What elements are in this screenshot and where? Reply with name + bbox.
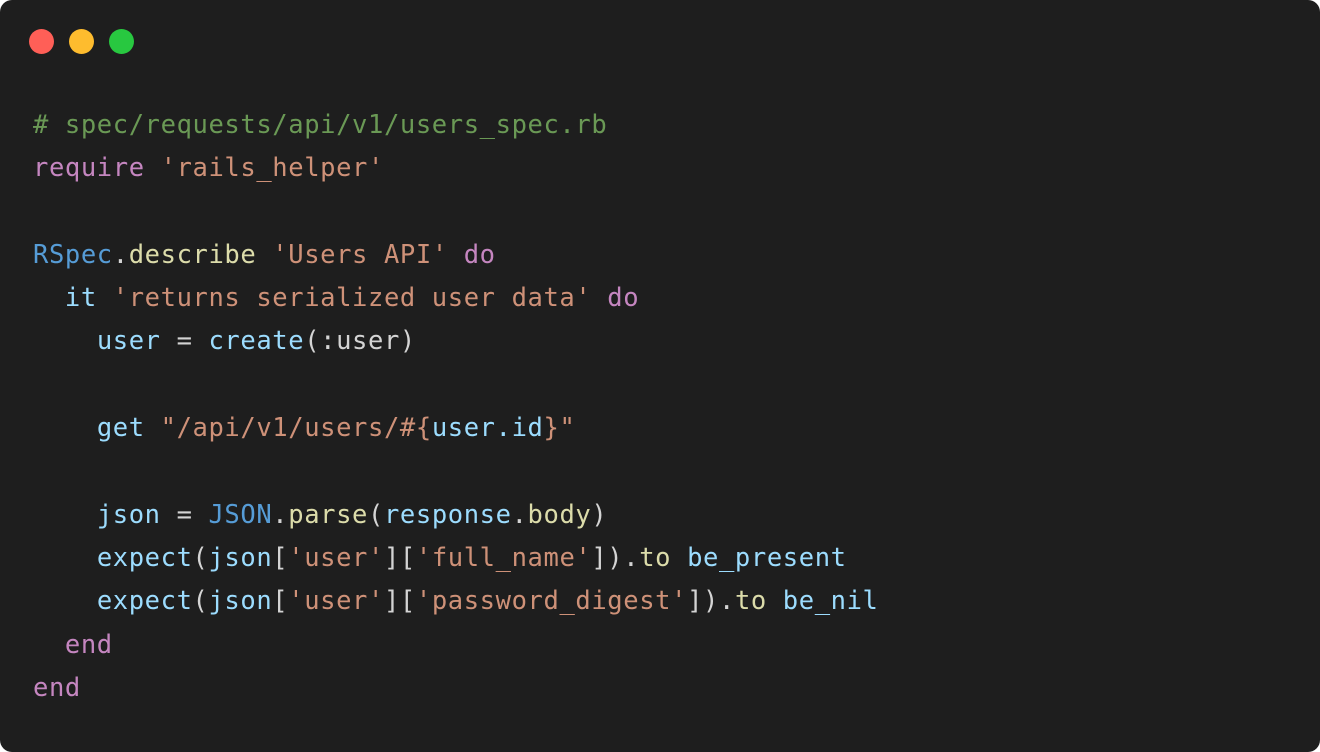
code-line: expect(json['user']['full_name']).to be_… bbox=[33, 537, 879, 580]
window-controls bbox=[29, 29, 134, 54]
code-token-string: }" bbox=[543, 413, 576, 444]
code-line bbox=[33, 450, 879, 493]
code-token-comment: # spec/requests/api/v1/users_spec.rb bbox=[33, 110, 608, 140]
code-token-punctuation: ( bbox=[368, 499, 384, 530]
code-token-string: 'rails_helper' bbox=[160, 153, 384, 184]
code-token-punctuation: ( bbox=[192, 542, 209, 573]
code-token-string: 'user' bbox=[288, 542, 384, 573]
code-line bbox=[33, 364, 879, 407]
code-token-string: 'user' bbox=[288, 586, 384, 617]
code-line: user = create(:user) bbox=[33, 320, 879, 363]
code-token-variable: response bbox=[383, 499, 512, 530]
code-line: # spec/requests/api/v1/users_spec.rb bbox=[33, 104, 879, 147]
code-token-punctuation bbox=[33, 586, 97, 616]
code-token-string: "/api/v1/users/#{ bbox=[160, 413, 432, 444]
code-token-string: 'returns serialized user data' bbox=[112, 283, 592, 314]
code-line: end bbox=[33, 624, 879, 667]
code-token-variable: json bbox=[208, 586, 273, 617]
code-token-variable: expect bbox=[96, 586, 193, 617]
code-token-punctuation bbox=[671, 543, 687, 573]
code-token-string: 'Users API' bbox=[272, 239, 448, 270]
code-token-variable: user bbox=[96, 326, 161, 357]
code-token-method: to bbox=[734, 586, 767, 617]
code-token-class: RSpec bbox=[33, 239, 113, 270]
code-token-punctuation: ][ bbox=[383, 586, 416, 617]
code-token-variable: json bbox=[96, 499, 161, 530]
code-token-punctuation bbox=[33, 543, 97, 573]
code-token-method: describe bbox=[128, 239, 257, 270]
code-token-keyword: do bbox=[607, 283, 640, 314]
code-token-punctuation: . bbox=[112, 239, 129, 270]
code-token-punctuation: ]). bbox=[591, 542, 640, 573]
code-token-keyword: end bbox=[33, 672, 81, 703]
code-line: it 'returns serialized user data' do bbox=[33, 277, 879, 320]
code-token-variable: be_present bbox=[687, 542, 847, 573]
code-token-variable: expect bbox=[96, 542, 193, 573]
code-token-punctuation bbox=[591, 283, 607, 313]
code-token-variable: json bbox=[208, 542, 273, 573]
code-token-variable: be_nil bbox=[782, 586, 879, 617]
code-token-variable: create bbox=[208, 326, 305, 357]
code-token-punctuation: . bbox=[272, 499, 289, 530]
code-token-variable: it bbox=[64, 283, 97, 314]
code-token-keyword: do bbox=[463, 239, 496, 270]
code-token-class: JSON bbox=[208, 499, 273, 530]
maximize-button[interactable] bbox=[109, 29, 134, 54]
code-line: expect(json['user']['password_digest']).… bbox=[33, 580, 879, 623]
code-token-punctuation bbox=[145, 153, 161, 183]
code-token-punctuation: (:user) bbox=[304, 326, 416, 357]
code-token-punctuation: . bbox=[511, 499, 528, 530]
code-token-punctuation: = bbox=[160, 326, 209, 357]
code-line: RSpec.describe 'Users API' do bbox=[33, 234, 879, 277]
code-token-string: 'full_name' bbox=[415, 542, 592, 573]
code-token-keyword: end bbox=[64, 629, 113, 660]
code-line: json = JSON.parse(response.body) bbox=[33, 494, 879, 537]
code-token-punctuation: [ bbox=[272, 542, 289, 573]
code-token-punctuation bbox=[33, 326, 97, 356]
code-line: require 'rails_helper' bbox=[33, 147, 879, 190]
code-token-punctuation bbox=[97, 283, 113, 313]
code-token-variable: user.id bbox=[431, 413, 544, 444]
code-line: end bbox=[33, 667, 879, 710]
code-token-punctuation bbox=[33, 283, 65, 313]
code-token-punctuation bbox=[33, 413, 97, 443]
close-button[interactable] bbox=[29, 29, 54, 54]
code-token-punctuation bbox=[145, 413, 161, 443]
code-token-method: body bbox=[527, 499, 592, 530]
minimize-button[interactable] bbox=[69, 29, 94, 54]
code-token-method: parse bbox=[288, 499, 369, 530]
code-token-punctuation: ][ bbox=[383, 542, 416, 573]
code-token-keyword: require bbox=[33, 153, 145, 184]
code-line: get "/api/v1/users/#{user.id}" bbox=[33, 407, 879, 450]
code-token-punctuation: ) bbox=[591, 499, 608, 530]
code-token-punctuation bbox=[256, 240, 272, 270]
code-token-punctuation bbox=[33, 500, 97, 530]
code-line bbox=[33, 191, 879, 234]
code-token-string: 'password_digest' bbox=[415, 586, 688, 617]
code-token-punctuation: [ bbox=[272, 586, 289, 617]
code-token-variable: get bbox=[96, 413, 145, 444]
code-token-punctuation: ]). bbox=[687, 586, 735, 617]
code-token-punctuation: ( bbox=[192, 586, 209, 617]
code-token-punctuation bbox=[33, 630, 65, 660]
code-token-punctuation bbox=[767, 586, 783, 616]
code-token-punctuation bbox=[448, 240, 464, 270]
code-token-punctuation: = bbox=[160, 499, 209, 530]
code-token-method: to bbox=[639, 542, 672, 573]
